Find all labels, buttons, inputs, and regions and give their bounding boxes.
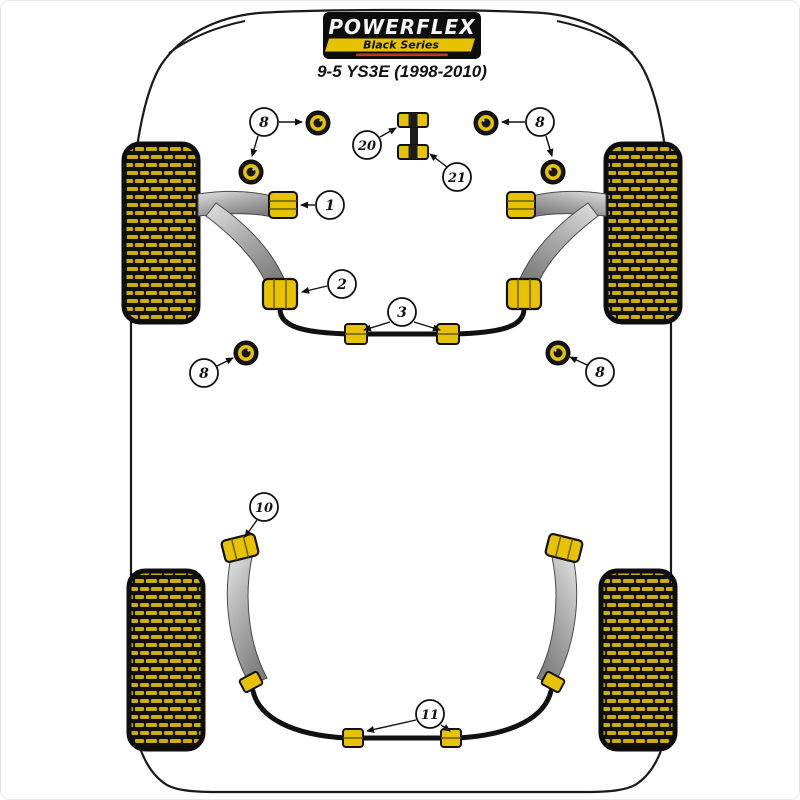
callout-front-top-washer-left: 8	[249, 107, 303, 157]
a-pillar-line-right	[556, 20, 634, 54]
callout-front-top-washer-right: 8	[501, 107, 555, 157]
callouts-layer: 8 8 20 21 1 2	[189, 107, 615, 733]
svg-text:20: 20	[357, 139, 376, 154]
logo-tagline-strip	[356, 53, 448, 57]
callout-front-lower-washer-right: 8	[569, 356, 615, 387]
svg-text:1: 1	[325, 198, 335, 214]
callout-rear-arm-front-bush: 10	[244, 492, 279, 538]
front-anti-roll-bar	[277, 306, 527, 337]
engine-top-link	[397, 112, 429, 160]
rear-anti-roll-bar	[250, 688, 554, 741]
svg-text:8: 8	[199, 366, 209, 382]
callout-engine-link-lower: 21	[429, 153, 472, 192]
callout-rear-arb-bushes: 11	[366, 699, 451, 733]
svg-text:8: 8	[259, 115, 269, 131]
callout-front-arm-rear-bush: 2	[301, 269, 357, 299]
a-pillar-line-left	[168, 20, 246, 54]
svg-text:2: 2	[336, 277, 347, 293]
svg-text:11: 11	[421, 708, 439, 723]
callout-front-lower-washer-left: 8	[189, 357, 234, 388]
callout-front-arb-bushes: 3	[363, 297, 441, 332]
svg-text:8: 8	[595, 365, 605, 381]
svg-text:10: 10	[255, 501, 273, 516]
powerflex-logo: POWERFLEX Black Series	[323, 12, 481, 59]
brand-text: POWERFLEX	[328, 15, 476, 39]
svg-text:21: 21	[447, 171, 466, 186]
model-title: 9-5 YS3E (1998-2010)	[317, 62, 487, 81]
callout-front-arm-front-bush: 1	[300, 190, 345, 220]
svg-text:3: 3	[397, 305, 407, 321]
svg-text:8: 8	[535, 115, 545, 131]
callout-engine-link-upper: 20	[352, 127, 397, 160]
series-text: Black Series	[363, 39, 439, 52]
